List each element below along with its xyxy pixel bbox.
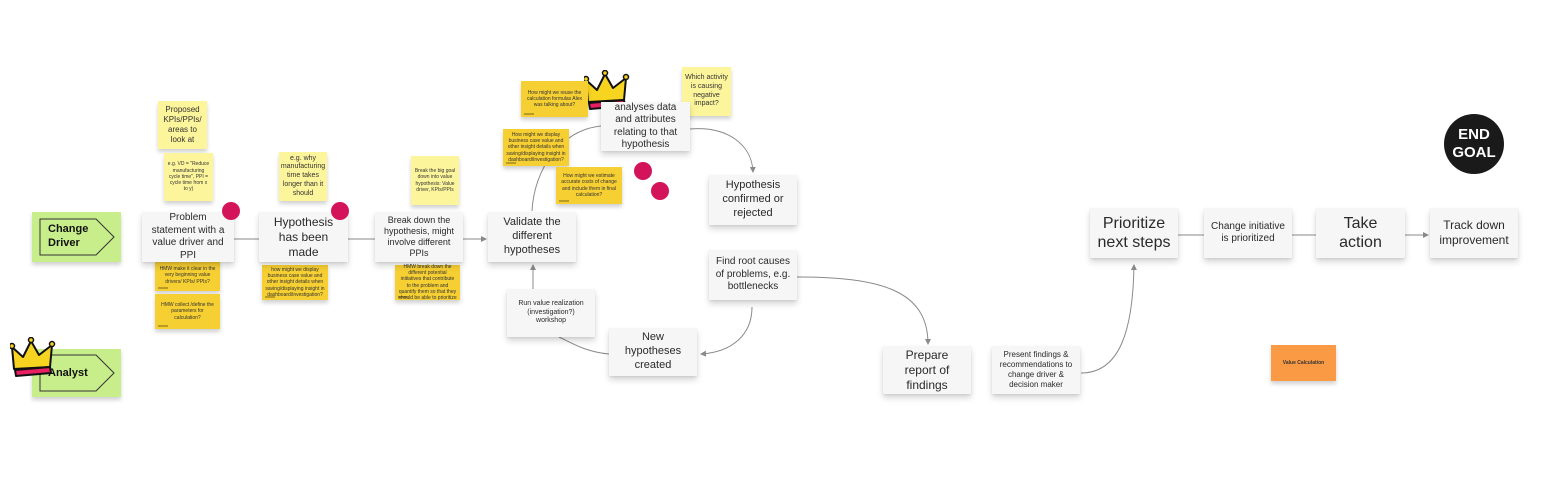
sticky-hmw-clear[interactable]: HMW make it clear in the very beginning … <box>155 260 220 291</box>
card-change-initiative[interactable]: Change initiative is prioritized <box>1204 208 1292 258</box>
sticky-author-mark <box>158 325 168 327</box>
sticky-text: How might we display business case value… <box>506 131 566 163</box>
sticky-text: how might we display business case value… <box>265 266 325 298</box>
sticky-text: HMW collect /define the parameters for c… <box>161 302 214 321</box>
sticky-text: How might we reuse the calculation formu… <box>526 89 583 109</box>
role-arrow-shape <box>38 217 116 257</box>
vote-dot[interactable] <box>651 182 669 200</box>
sticky-value-calculation[interactable]: Value Calculation <box>1271 345 1336 381</box>
card-run-workshop[interactable]: Run value realization (investigation?) w… <box>507 289 595 337</box>
card-new-hypotheses[interactable]: New hypotheses created <box>609 328 697 376</box>
sticky-author-mark <box>506 162 516 164</box>
connector-rootcauses-to-report <box>796 276 931 345</box>
card-prioritize[interactable]: Prioritize next steps <box>1090 208 1178 258</box>
sticky-text: HMW break down the different potential i… <box>398 263 457 301</box>
role-change-driver-label: Change Driver <box>48 223 89 249</box>
sticky-how-display-1[interactable]: how might we display business case value… <box>262 265 328 300</box>
sticky-reuse-formulas[interactable]: How might we reuse the calculation formu… <box>521 81 588 117</box>
sticky-text: HMW make it clear in the very beginning … <box>159 266 216 285</box>
sticky-hmw-collect[interactable]: HMW collect /define the parameters for c… <box>155 294 220 329</box>
sticky-eg-value-driver[interactable]: e.g. VD = "Reduce manufacturing cycle ti… <box>164 153 213 201</box>
connector-present-to-prioritize <box>1080 264 1137 374</box>
connector-rootcauses-to-new <box>700 306 753 357</box>
role-analyst-label: Analyst <box>48 367 88 379</box>
sticky-which-activity[interactable]: Which activity is causing negative impac… <box>682 67 731 116</box>
end-goal-badge[interactable]: END GOAL <box>1444 114 1504 174</box>
sticky-estimate-costs[interactable]: How might we estimate accurate costs of … <box>556 167 622 204</box>
card-hypothesis-confirmed[interactable]: Hypothesis confirmed or rejected <box>709 175 797 225</box>
card-hypothesis-made[interactable]: Hypothesis has been made <box>259 212 348 262</box>
card-analyses[interactable]: analyses data and attributes relating to… <box>601 102 690 151</box>
sticky-author-mark <box>158 287 168 289</box>
end-goal-line2: GOAL <box>1452 144 1496 161</box>
sticky-proposed-kpis[interactable]: Proposed KPIs/PPIs/ areas to look at <box>158 101 207 149</box>
card-find-root-causes[interactable]: Find root causes of problems, e.g. bottl… <box>709 250 797 300</box>
end-goal-line1: END <box>1458 126 1490 143</box>
vote-dot[interactable] <box>222 202 240 220</box>
role-change-driver[interactable]: Change Driver <box>32 212 121 262</box>
vote-dot[interactable] <box>634 162 652 180</box>
card-take-action[interactable]: Take action <box>1316 208 1405 258</box>
vote-dot[interactable] <box>331 202 349 220</box>
sticky-hmw-break[interactable]: HMW break down the different potential i… <box>395 263 460 301</box>
card-problem-statement[interactable]: Problem statement with a value driver an… <box>142 212 234 262</box>
crown-icon <box>10 337 56 377</box>
card-present-findings[interactable]: Present findings & recommendations to ch… <box>992 346 1080 394</box>
sticky-break-big-goal[interactable]: Break the big goal down into value hypot… <box>411 156 459 205</box>
sticky-author-mark <box>559 200 569 202</box>
connector-new-to-workshop <box>558 336 610 355</box>
sticky-author-mark <box>265 296 275 298</box>
sticky-text: How might we estimate accurate costs of … <box>561 173 617 198</box>
sticky-author-mark <box>524 113 534 115</box>
card-prepare-report[interactable]: Prepare report of findings <box>883 346 971 394</box>
role-arrow-shape <box>38 353 116 393</box>
sticky-how-display-2[interactable]: How might we display business case value… <box>503 129 569 166</box>
card-validate[interactable]: Validate the different hypotheses <box>488 212 576 262</box>
sticky-author-mark <box>398 296 408 298</box>
sticky-eg-why[interactable]: e.g. why manufacturing time takes longer… <box>279 152 327 201</box>
card-break-down[interactable]: Break down the hypothesis, might involve… <box>375 212 463 262</box>
connector-analyses-to-confirmed <box>689 128 756 173</box>
card-track-down[interactable]: Track down improvement <box>1430 208 1518 258</box>
